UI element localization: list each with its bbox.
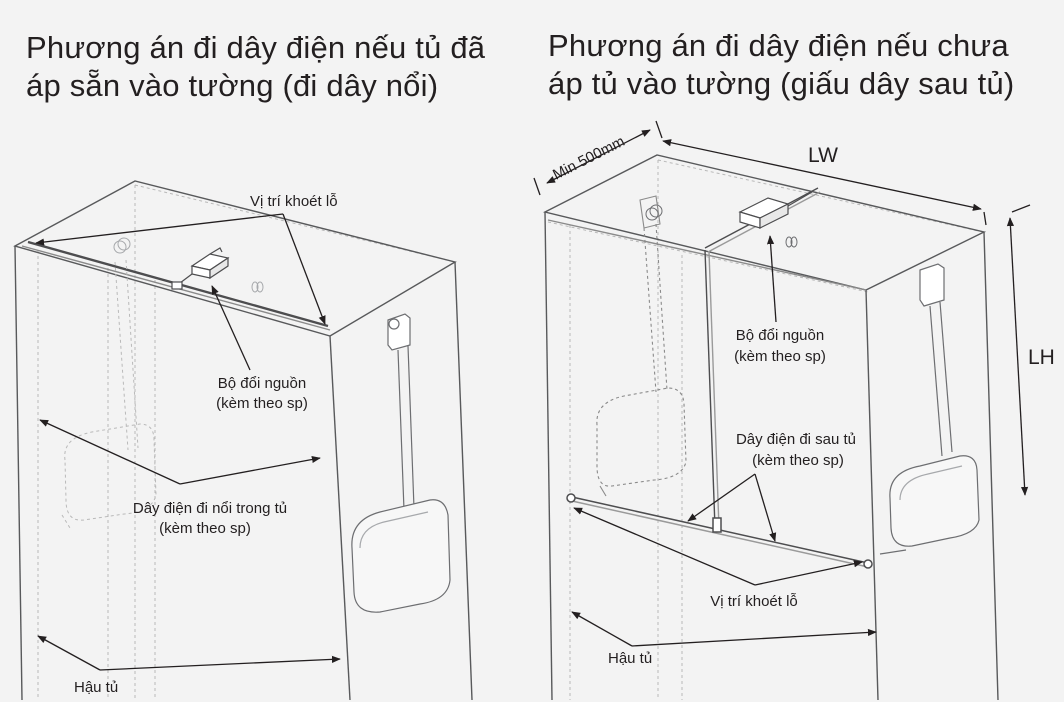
right-dimension-lines <box>533 120 1031 496</box>
right-title-line-2: áp tủ vào tường (giấu dây sau tủ) <box>548 66 1015 101</box>
left-label-wire-note: (kèm theo sp) <box>159 520 251 537</box>
right-label-lw: LW <box>808 144 838 167</box>
right-label-converter-note: (kèm theo sp) <box>734 348 826 365</box>
left-annotation-labels: Vị trí khoét lỗ Bộ đổi nguồn (kèm theo s… <box>74 193 338 696</box>
right-label-back: Hậu tủ <box>608 650 652 667</box>
left-label-wire: Dây điện đi nổi trong tủ <box>133 500 287 517</box>
left-annotation-arrows <box>35 213 341 671</box>
right-annotation-labels: Min 500mm LW LH Bộ đổi nguồn (kèm theo s… <box>550 133 1055 667</box>
right-label-wire: Dây điện đi sau tủ <box>736 431 856 448</box>
right-label-hole: Vị trí khoét lỗ <box>710 593 798 610</box>
right-annotation-arrows <box>571 235 877 647</box>
left-cabinet <box>13 180 473 701</box>
right-back-wire <box>566 493 873 569</box>
left-lift-mechanism-left <box>61 259 157 529</box>
right-label-wire-note: (kèm theo sp) <box>752 452 844 469</box>
right-title-line-1: Phương án đi dây điện nếu chưa <box>548 28 1009 63</box>
right-cabinet-outline <box>542 154 999 701</box>
left-power-converter <box>171 247 230 290</box>
right-label-lh: LH <box>1028 346 1055 369</box>
left-lift-mechanism-right <box>351 313 451 613</box>
right-lift-mechanism-left <box>596 195 687 497</box>
right-cabinet <box>542 154 999 701</box>
left-label-converter-note: (kèm theo sp) <box>216 395 308 412</box>
left-label-back: Hậu tủ <box>74 679 118 696</box>
left-hinge-rings <box>113 237 264 293</box>
right-cabinet-hidden-lines <box>547 159 984 700</box>
right-lift-mechanism-right <box>879 263 980 555</box>
left-diagram-title: Phương án đi dây điện nếu tủ đã áp sẵn v… <box>26 29 496 105</box>
right-diagram-title: Phương án đi dây điện nếu chưa áp tủ vào… <box>548 27 1058 103</box>
right-label-converter: Bộ đổi nguồn <box>736 327 824 344</box>
left-label-converter: Bộ đổi nguồn <box>218 375 306 392</box>
right-hinge-rings <box>645 204 945 281</box>
left-title-line-1: Phương án đi dây điện nếu tủ đã <box>26 30 486 65</box>
left-title-line-2: áp sẵn vào tường (đi dây nổi) <box>26 68 439 103</box>
left-label-hole: Vị trí khoét lỗ <box>250 193 338 210</box>
